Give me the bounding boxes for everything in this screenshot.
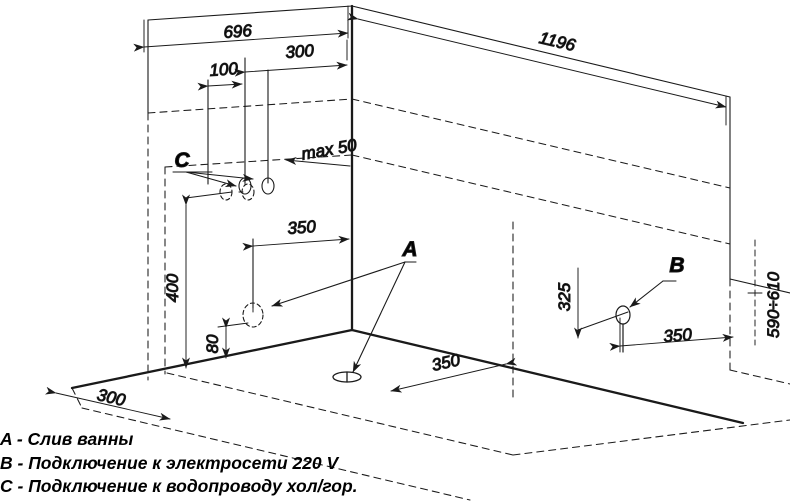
dimension-300-floor	[44, 386, 171, 421]
legend: A - Слив ванны B - Подключение к электро…	[0, 428, 400, 499]
dimension-max50-label: max 50	[300, 135, 359, 163]
dimension-1196-label: 1196	[537, 28, 578, 55]
drain-fixture	[332, 371, 362, 383]
dimension-590-610	[747, 239, 763, 346]
dimension-1196	[346, 12, 727, 126]
dimension-325-label: 325	[555, 282, 574, 311]
marker-b-leader	[629, 280, 677, 308]
dimension-350-wall-label: 350	[287, 217, 317, 238]
dimension-590-610-label: 590÷610	[764, 271, 783, 338]
dimension-325	[574, 267, 629, 339]
dimension-350-wall	[242, 235, 350, 313]
marker-c-label: C	[174, 149, 190, 172]
dimension-80-label: 80	[203, 334, 222, 353]
dimension-300-top-label: 300	[285, 41, 315, 62]
dimension-400	[182, 191, 233, 369]
dimension-max50	[285, 156, 351, 167]
marker-c-leader	[172, 171, 254, 188]
dimension-100	[197, 79, 243, 185]
dimension-300-floor-label: 300	[95, 385, 127, 410]
dimension-400-label: 400	[163, 273, 182, 302]
power-outlet-fixture	[615, 305, 631, 353]
dimension-350-floor	[390, 357, 518, 393]
dimension-696-label: 696	[223, 21, 253, 42]
marker-a-leader	[271, 261, 417, 373]
marker-a-label: A	[401, 238, 417, 261]
wall-fitting	[242, 238, 264, 328]
dimension-100-label: 100	[209, 59, 239, 80]
legend-item-a: A - Слив ванны	[0, 429, 134, 449]
legend-item-c: C - Подключение к водопроводу хол/гор.	[0, 476, 358, 496]
dimension-80	[217, 317, 249, 359]
dimension-350-outlet-label: 350	[663, 325, 693, 346]
legend-item-b: B - Подключение к электросети 220 V	[0, 452, 339, 473]
marker-b-label: B	[669, 254, 684, 277]
dimension-350-floor-label: 350	[430, 350, 462, 375]
dimension-300-top	[234, 39, 348, 186]
